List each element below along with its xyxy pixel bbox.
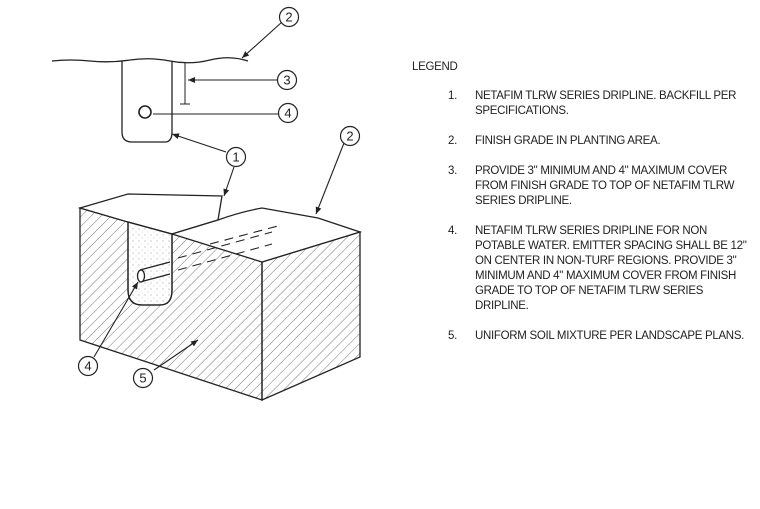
legend-item-text: NETAFIM TLRW SERIES DRIPLINE. BACKFILL P… [475, 90, 737, 117]
callout-2-top: 2 [278, 6, 300, 28]
legend-item-3: 3. PROVIDE 3" MINIMUM AND 4" MAXIMUM COV… [412, 164, 752, 209]
leader-1-upper [171, 133, 227, 153]
trench-outline [121, 61, 173, 143]
finish-grade-line [51, 57, 249, 64]
svg-text:5: 5 [139, 371, 146, 386]
svg-text:3: 3 [283, 73, 290, 88]
leader-1-lower [223, 166, 235, 197]
section-view [51, 57, 249, 143]
legend-list: 1. NETAFIM TLRW SERIES DRIPLINE. BACKFIL… [412, 89, 752, 344]
callout-2-right: 2 [339, 125, 361, 147]
svg-text:4: 4 [84, 359, 91, 374]
legend-item-text: FINISH GRADE IN PLANTING AREA. [475, 135, 661, 147]
svg-text:1: 1 [232, 150, 239, 165]
legend-title: LEGEND [412, 61, 458, 73]
svg-text:4: 4 [284, 106, 291, 121]
block-top-right [169, 207, 363, 263]
legend-item-number: 1. [448, 90, 457, 102]
legend-item-text: NETAFIM TLRW SERIES DRIPLINE FOR NON POT… [475, 225, 747, 312]
callout-3: 3 [276, 69, 298, 91]
callout-1: 1 [225, 146, 247, 168]
leader-2-right [315, 142, 345, 215]
leader-4-bottom [93, 281, 139, 358]
dripline-pipe-end [136, 269, 146, 283]
svg-text:2: 2 [346, 129, 353, 144]
legend-item-number: 5. [448, 330, 457, 342]
dripline-pipe [139, 261, 171, 283]
legend-item-number: 4. [448, 225, 457, 237]
callout-5: 5 [132, 367, 154, 389]
dripline-section [138, 105, 152, 119]
leader-2-top [241, 21, 283, 59]
callout-4-bottom: 4 [77, 355, 99, 377]
legend-item-text: PROVIDE 3" MINIMUM AND 4" MAXIMUM COVER … [475, 165, 735, 207]
legend-item-4: 4. NETAFIM TLRW SERIES DRIPLINE FOR NON … [412, 224, 752, 314]
legend-item-text: UNIFORM SOIL MIXTURE PER LANDSCAPE PLANS… [475, 330, 745, 342]
leaders [93, 21, 345, 371]
legend: LEGEND 1. NETAFIM TLRW SERIES DRIPLINE. … [412, 60, 752, 359]
legend-item-5: 5. UNIFORM SOIL MIXTURE PER LANDSCAPE PL… [412, 329, 752, 344]
legend-item-number: 2. [448, 135, 457, 147]
leader-5 [153, 339, 199, 371]
callout-bubbles: 2 3 4 1 2 4 5 [77, 6, 361, 389]
legend-item-2: 2. FINISH GRADE IN PLANTING AREA. [412, 134, 752, 149]
legend-item-number: 3. [448, 165, 457, 177]
svg-text:2: 2 [285, 10, 292, 25]
hidden-pipe-dashes [177, 225, 279, 271]
block-view [77, 193, 363, 401]
legend-item-1: 1. NETAFIM TLRW SERIES DRIPLINE. BACKFIL… [412, 89, 752, 119]
callout-4-top: 4 [277, 102, 299, 124]
